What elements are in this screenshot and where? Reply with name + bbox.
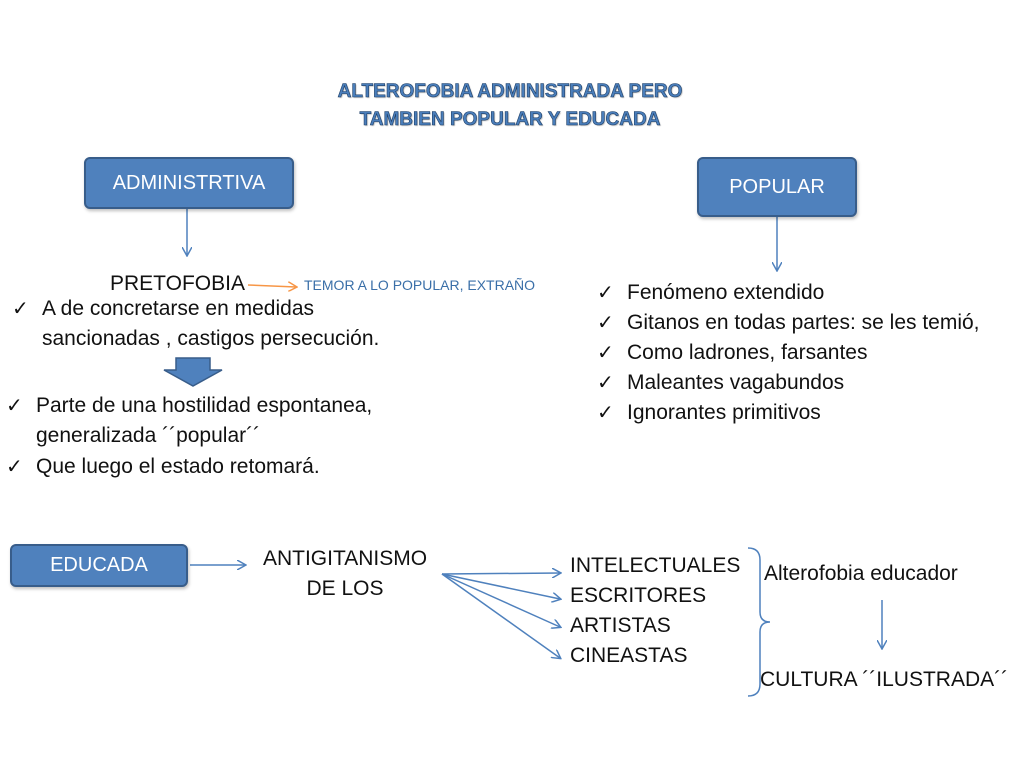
arrow-pretofobia-temor [247, 285, 296, 287]
educada-box: EDUCADA [10, 544, 188, 587]
check-icon: ✓ [597, 342, 614, 364]
popular-label: POPULAR [729, 175, 825, 198]
administrativa-item-3-text: Que luego el estado retomará. [36, 455, 320, 478]
arrow-to-escritores [441, 573, 560, 599]
group-item: ARTISTAS [570, 614, 671, 637]
popular-box: POPULAR [697, 157, 857, 217]
check-icon: ✓ [597, 402, 614, 424]
check-icon: ✓ [597, 372, 614, 394]
check-icon: ✓ [597, 312, 614, 334]
alterofobia-educador-label: Alterofobia educador [764, 562, 958, 585]
arrow-to-cineastas [441, 573, 560, 658]
administrativa-box: ADMINISTRTIVA [84, 157, 294, 209]
administrativa-item-2: ✓ Parte de una hostilidad espontanea, ge… [6, 391, 372, 451]
title-line-1: ALTEROFOBIA ADMINISTRADA PERO [337, 81, 683, 103]
groups-list: INTELECTUALES ESCRITORES ARTISTAS CINEAS… [570, 551, 740, 671]
check-icon: ✓ [6, 456, 23, 478]
popular-item: ✓Fenómeno extendido [597, 278, 980, 308]
administrativa-item-3: ✓ Que luego el estado retomará. [6, 452, 320, 482]
check-icon: ✓ [12, 298, 29, 320]
arrow-to-intelectuales [441, 573, 560, 574]
popular-item: ✓Ignorantes primitivos [597, 398, 980, 428]
administrativa-item-2-line-2: generalizada ´´popular´´ [36, 424, 261, 447]
group-item: CINEASTAS [570, 644, 688, 667]
antigitanismo-line-1: ANTIGITANISMO [262, 547, 428, 570]
block-down-arrow [163, 357, 223, 387]
educada-label: EDUCADA [50, 554, 148, 576]
administrativa-item-1: ✓ A de concretarse en medidas sancionada… [12, 294, 379, 354]
title-line-2: TAMBIEN POPULAR Y EDUCADA [359, 109, 661, 131]
group-bracket [747, 547, 771, 697]
group-item: ESCRITORES [570, 584, 707, 607]
popular-list: ✓Fenómeno extendido ✓Gitanos en todas pa… [597, 278, 980, 428]
popular-item: ✓Gitanos en todas partes: se les temió, [597, 308, 980, 338]
cultura-ilustrada-label: CULTURA ´´ILUSTRADA´´ [760, 668, 1009, 691]
popular-item: ✓Maleantes vagabundos [597, 368, 980, 398]
pretofobia-label: PRETOFOBIA [110, 272, 245, 295]
check-icon: ✓ [6, 395, 23, 417]
temor-label: TEMOR A LO POPULAR, EXTRAÑO [304, 277, 536, 293]
check-icon: ✓ [597, 282, 614, 304]
antigitanismo-line-2: DE LOS [306, 577, 384, 600]
antigitanismo-label: ANTIGITANISMO DE LOS [250, 544, 440, 604]
diagram-title: ALTEROFOBIA ADMINISTRADA PERO TAMBIEN PO… [240, 78, 780, 134]
administrativa-label: ADMINISTRTIVA [112, 171, 266, 194]
group-item: INTELECTUALES [570, 554, 741, 577]
administrativa-item-1-line-2: sancionadas , castigos persecución. [42, 327, 380, 350]
popular-item: ✓Como ladrones, farsantes [597, 338, 980, 368]
administrativa-item-2-line-1: Parte de una hostilidad espontanea, [36, 394, 373, 417]
arrow-to-artistas [441, 573, 560, 627]
administrativa-item-1-line-1: A de concretarse en medidas [42, 297, 314, 320]
